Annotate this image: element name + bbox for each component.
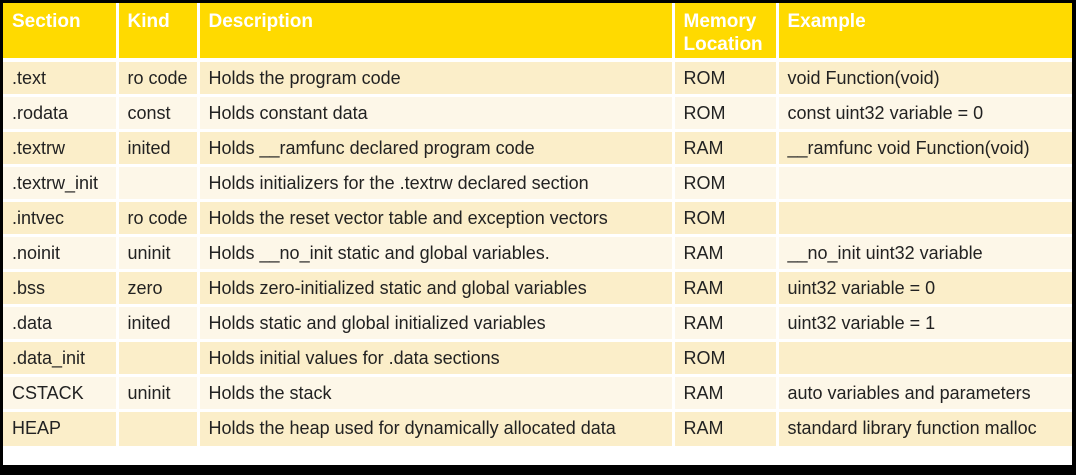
cell-memory-location: RAM xyxy=(673,270,779,307)
cell-kind: inited xyxy=(117,130,200,167)
column-header-kind: Kind xyxy=(117,3,200,62)
cell-description: Holds the program code xyxy=(198,60,675,97)
cell-memory-location: ROM xyxy=(673,95,779,132)
cell-section: .data xyxy=(3,305,119,342)
cell-memory-location: ROM xyxy=(673,200,779,237)
cell-description: Holds the reset vector table and excepti… xyxy=(198,200,675,237)
cell-memory-location: RAM xyxy=(673,305,779,342)
cell-example: uint32 variable = 0 xyxy=(777,270,1072,307)
cell-section: HEAP xyxy=(3,410,119,446)
table-row-textrw: .textrw inited Holds __ramfunc declared … xyxy=(3,130,1072,167)
cell-description: Holds zero-initialized static and global… xyxy=(198,270,675,307)
table-row-rodata: .rodata const Holds constant data ROM co… xyxy=(3,95,1072,132)
header-row: Section Kind Description Memory Location… xyxy=(3,3,1072,62)
cell-memory-location: ROM xyxy=(673,60,779,97)
cell-example: const uint32 variable = 0 xyxy=(777,95,1072,132)
cell-description: Holds initial values for .data sections xyxy=(198,340,675,377)
cell-example: standard library function malloc xyxy=(777,410,1072,446)
cell-kind: ro code xyxy=(117,60,200,97)
column-header-memory-location: Memory Location xyxy=(673,3,779,62)
table-row-noinit: .noinit uninit Holds __no_init static an… xyxy=(3,235,1072,272)
cell-section: .intvec xyxy=(3,200,119,237)
cell-kind xyxy=(117,165,200,202)
table-row-text: .text ro code Holds the program code ROM… xyxy=(3,60,1072,97)
cell-kind: uninit xyxy=(117,235,200,272)
cell-section: .textrw_init xyxy=(3,165,119,202)
cell-section: CSTACK xyxy=(3,375,119,412)
cell-example: __ramfunc void Function(void) xyxy=(777,130,1072,167)
table-row-heap: HEAP Holds the heap used for dynamically… xyxy=(3,410,1072,446)
cell-section: .data_init xyxy=(3,340,119,377)
column-header-section: Section xyxy=(3,3,119,62)
cell-example: uint32 variable = 1 xyxy=(777,305,1072,342)
table-row-data-init: .data_init Holds initial values for .dat… xyxy=(3,340,1072,377)
cell-section: .textrw xyxy=(3,130,119,167)
cell-example: auto variables and parameters xyxy=(777,375,1072,412)
cell-kind: ro code xyxy=(117,200,200,237)
cell-description: Holds __ramfunc declared program code xyxy=(198,130,675,167)
cell-kind: uninit xyxy=(117,375,200,412)
cell-memory-location: RAM xyxy=(673,130,779,167)
table-row-textrw-init: .textrw_init Holds initializers for the … xyxy=(3,165,1072,202)
cell-memory-location: RAM xyxy=(673,235,779,272)
table-row-intvec: .intvec ro code Holds the reset vector t… xyxy=(3,200,1072,237)
cell-description: Holds the stack xyxy=(198,375,675,412)
cell-kind: inited xyxy=(117,305,200,342)
table-row-bss: .bss zero Holds zero-initialized static … xyxy=(3,270,1072,307)
column-header-example: Example xyxy=(777,3,1072,62)
cell-kind xyxy=(117,340,200,377)
cell-description: Holds initializers for the .textrw decla… xyxy=(198,165,675,202)
cell-example xyxy=(777,200,1072,237)
cell-memory-location: ROM xyxy=(673,165,779,202)
cell-section: .rodata xyxy=(3,95,119,132)
table-row-data: .data inited Holds static and global ini… xyxy=(3,305,1072,342)
cell-kind xyxy=(117,410,200,446)
table-row-cstack: CSTACK uninit Holds the stack RAM auto v… xyxy=(3,375,1072,412)
cell-description: Holds static and global initialized vari… xyxy=(198,305,675,342)
cell-description: Holds constant data xyxy=(198,95,675,132)
cell-memory-location: RAM xyxy=(673,410,779,446)
cell-memory-location: RAM xyxy=(673,375,779,412)
cell-example xyxy=(777,340,1072,377)
cell-example xyxy=(777,165,1072,202)
column-header-description: Description xyxy=(198,3,675,62)
cell-description: Holds the heap used for dynamically allo… xyxy=(198,410,675,446)
cell-section: .bss xyxy=(3,270,119,307)
cell-section: .noinit xyxy=(3,235,119,272)
cell-example: __no_init uint32 variable xyxy=(777,235,1072,272)
memory-sections-table: Section Kind Description Memory Location… xyxy=(3,3,1072,446)
cell-example: void Function(void) xyxy=(777,60,1072,97)
cell-description: Holds __no_init static and global variab… xyxy=(198,235,675,272)
cell-section: .text xyxy=(3,60,119,97)
cell-memory-location: ROM xyxy=(673,340,779,377)
cell-kind: zero xyxy=(117,270,200,307)
cell-kind: const xyxy=(117,95,200,132)
